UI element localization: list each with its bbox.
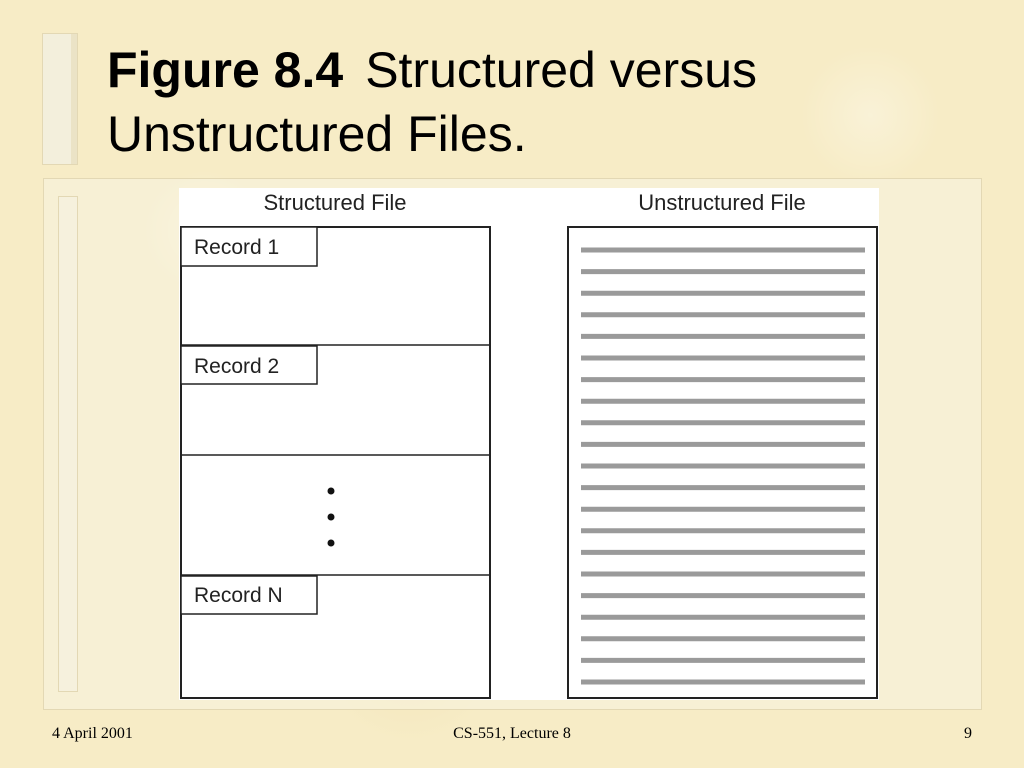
unstructured-file-heading: Unstructured File bbox=[638, 190, 806, 215]
record-1: Record 1 bbox=[180, 226, 318, 267]
unstructured-file-box bbox=[567, 226, 878, 699]
structured-file-heading: Structured File bbox=[263, 190, 406, 215]
record-label-box bbox=[180, 345, 318, 385]
title-accent-bar bbox=[42, 33, 78, 165]
title-figure-label: Figure 8.4 bbox=[107, 42, 344, 98]
unstructured-byte-lines bbox=[581, 247, 865, 685]
title-caption: Structured versus Unstructured Files. bbox=[107, 42, 758, 162]
ellipsis-dots bbox=[327, 487, 335, 547]
content-accent-bar bbox=[58, 196, 78, 692]
record-2-label: Record 2 bbox=[194, 355, 279, 378]
record-label-box bbox=[180, 226, 318, 267]
record-1-label: Record 1 bbox=[194, 236, 279, 259]
unstructured-file-outline bbox=[567, 226, 878, 699]
ellipsis-dot bbox=[327, 539, 335, 547]
record-n: Record N bbox=[180, 575, 318, 615]
footer-date: 4 April 2001 bbox=[52, 725, 133, 742]
record-n-label: Record N bbox=[194, 584, 283, 607]
structured-file-outline bbox=[180, 226, 491, 699]
footer-page-number: 9 bbox=[964, 725, 972, 742]
structured-file-box: Record 1 Record 2 Record N bbox=[180, 226, 491, 699]
record-label-box bbox=[180, 575, 318, 615]
record-2: Record 2 bbox=[180, 345, 318, 385]
footer-course: CS-551, Lecture 8 bbox=[453, 725, 571, 742]
ellipsis-dot bbox=[327, 513, 335, 521]
ellipsis-dot bbox=[327, 487, 335, 495]
